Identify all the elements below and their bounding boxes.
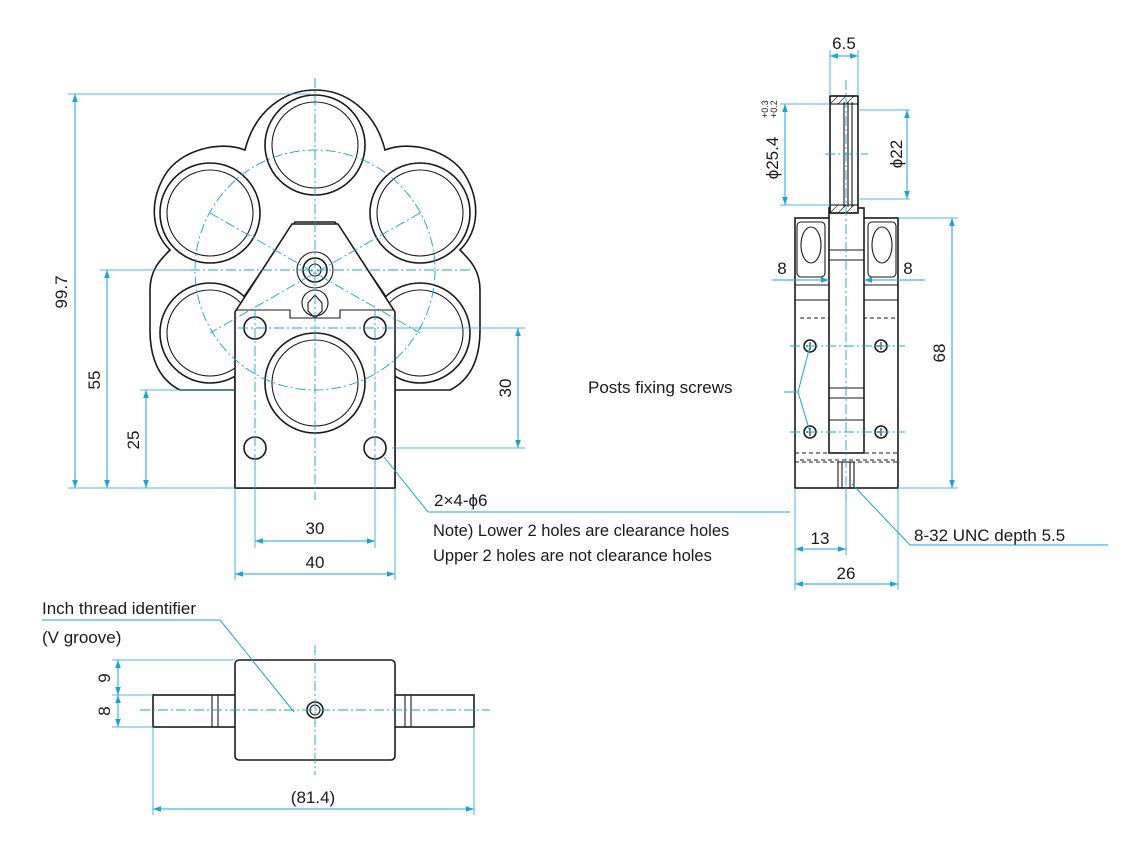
note-line-2: Upper 2 holes are not clearance holes <box>433 547 712 565</box>
identifier-label-1: Inch thread identifier <box>42 599 196 618</box>
dim-81-4: (81.4) <box>291 788 335 807</box>
dim-30-vertical: 30 <box>496 379 515 398</box>
posts-fixing-screws-label: Posts fixing screws <box>588 378 733 397</box>
hole-callout-leader <box>383 456 790 513</box>
tol-lower: +0.2 <box>769 100 779 118</box>
side-turret-disc <box>828 207 865 454</box>
hole-callout: 2×4-ϕ6 <box>434 491 487 510</box>
dim-26: 26 <box>837 564 856 583</box>
dim-30-horizontal: 30 <box>306 519 325 538</box>
dim-55: 55 <box>85 371 104 390</box>
side-view: 6.5 ϕ25.4 +0.3 +0.2 ϕ22 8 8 68 Posts fix… <box>588 34 1108 590</box>
thread-label: 8-32 UNC depth 5.5 <box>914 526 1065 545</box>
dim-40: 40 <box>306 553 325 572</box>
bottom-view: Inch thread identifier (V groove) 9 8 (8… <box>42 599 490 815</box>
note-line-1: Note) Lower 2 holes are clearance holes <box>433 522 729 540</box>
dim-22: ϕ22 <box>887 140 906 168</box>
dim-9: 9 <box>95 673 114 682</box>
dim-6-5: 6.5 <box>832 34 856 53</box>
thread-leader <box>851 483 1108 546</box>
bottom-post-left <box>152 694 238 728</box>
dim-25: 25 <box>124 431 143 450</box>
dim-13: 13 <box>811 529 830 548</box>
dim-99-7: 99.7 <box>52 275 71 308</box>
front-view: 99.7 55 25 30 30 40 2×4-ϕ6 Note) Lower 2… <box>52 78 790 580</box>
tol-upper: +0.3 <box>760 100 770 118</box>
dim-68: 68 <box>930 344 949 363</box>
identifier-label-2: (V groove) <box>42 628 121 647</box>
identifier-leader <box>42 619 295 713</box>
dim-8-left: 8 <box>777 259 786 278</box>
dim-8-right: 8 <box>903 259 912 278</box>
dim-8: 8 <box>95 706 114 715</box>
dim-25-4: ϕ25.4 <box>763 137 782 180</box>
